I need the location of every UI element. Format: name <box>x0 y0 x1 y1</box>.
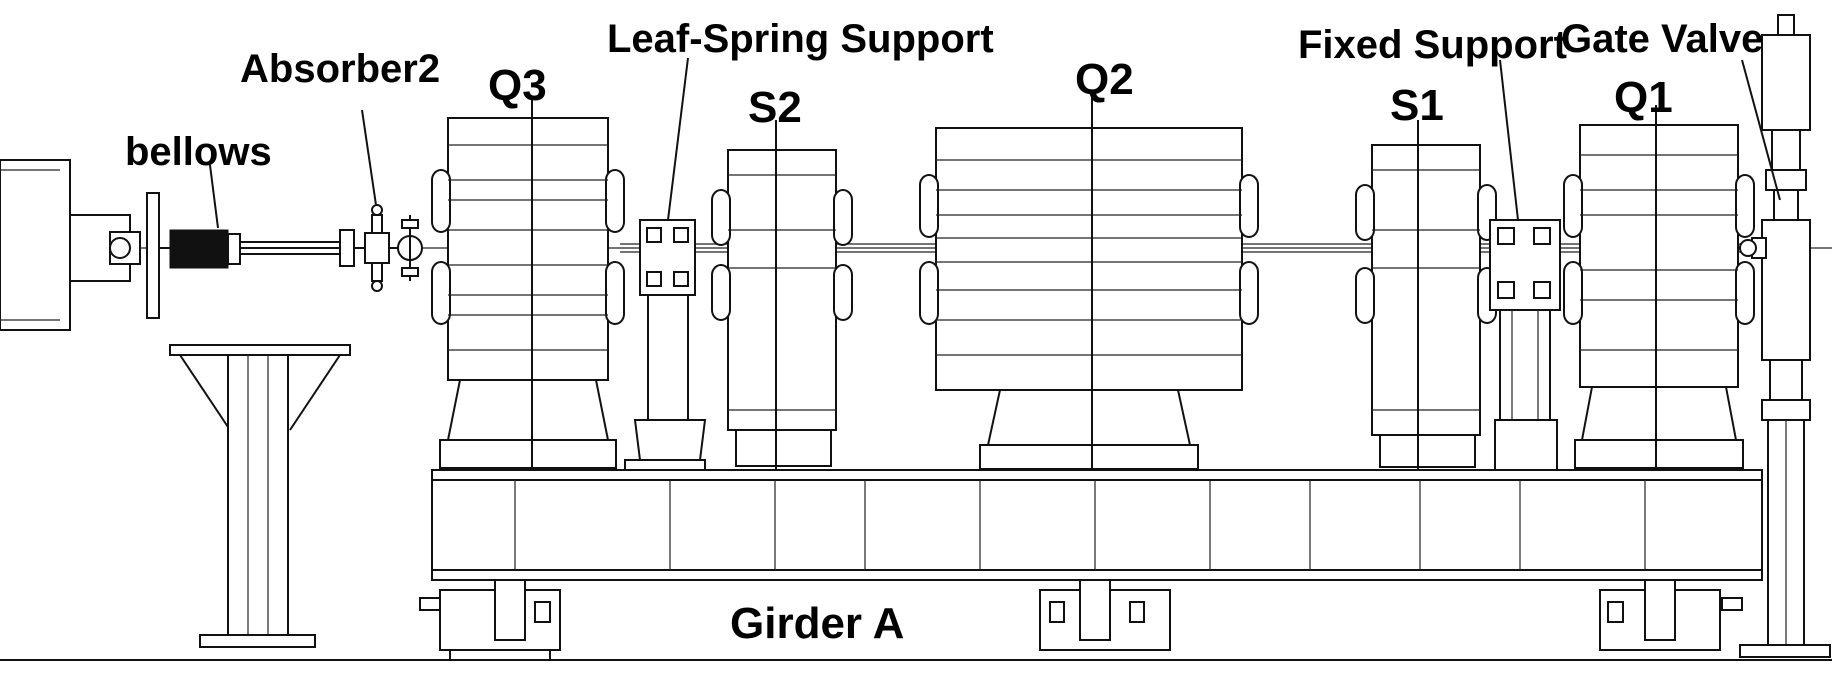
leader-leaf-spring-support <box>667 57 689 221</box>
girder-jack-right <box>1599 579 1743 651</box>
fixed-support <box>1489 219 1561 471</box>
label-girder-a: Girder A <box>730 599 904 648</box>
label-s1: S1 <box>1390 81 1444 130</box>
label-absorber2: Absorber2 <box>240 47 440 91</box>
leader-fixed-support <box>1499 59 1519 221</box>
label-q3: Q3 <box>488 61 547 110</box>
q1-magnet <box>1563 105 1755 470</box>
q3-magnet <box>431 100 625 470</box>
label-q2: Q2 <box>1075 55 1134 104</box>
bellows <box>159 229 340 269</box>
label-gate-valve: Gate Valve <box>1561 17 1763 61</box>
label-bellows: bellows <box>125 130 272 174</box>
label-fixed-support: Fixed Support <box>1298 23 1567 67</box>
leader-absorber2 <box>361 109 377 206</box>
q2-magnet <box>919 95 1259 470</box>
absorber2 <box>339 204 423 292</box>
upstream-chamber <box>0 159 160 331</box>
girder-jack-center <box>1039 579 1171 651</box>
leader-gate-valve <box>1741 59 1781 201</box>
leaf-spring-support <box>624 219 707 471</box>
left-stand <box>169 344 351 648</box>
label-leaf-spring-support: Leaf-Spring Support <box>607 17 994 61</box>
leader-bellows <box>209 164 219 229</box>
girder-a <box>431 469 1763 581</box>
s2-magnet <box>711 120 853 470</box>
s1-magnet <box>1355 120 1497 470</box>
label-s2: S2 <box>748 83 802 132</box>
label-q1: Q1 <box>1614 73 1673 122</box>
girder-jack-left <box>419 579 561 660</box>
